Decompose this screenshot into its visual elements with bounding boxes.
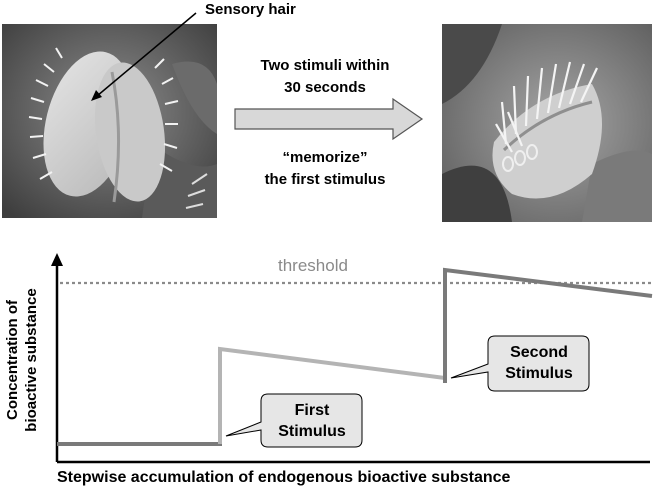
second-stimulus-label: Second Stimulus (489, 342, 589, 384)
first-stimulus-callout (225, 393, 363, 448)
threshold-label: threshold (278, 256, 348, 275)
first-stimulus-line2: Stimulus (278, 423, 346, 440)
first-stimulus-label: First Stimulus (262, 400, 362, 442)
memorize-line2: the first stimulus (264, 171, 386, 188)
memorize-line1: “memorize” (282, 149, 368, 166)
memorize-text: “memorize” the first stimulus (232, 147, 418, 191)
second-stimulus-line2: Stimulus (505, 365, 573, 382)
y-axis-label: Concentration of bioactive substance (3, 245, 41, 475)
open-flytrap-photo (2, 24, 217, 218)
x-axis-label: Stepwise accumulation of endogenous bioa… (57, 469, 511, 486)
second-stimulus-segment (443, 267, 653, 383)
two-stimuli-text: Two stimuli within 30 seconds (232, 55, 418, 99)
y-axis-label-line1: Concentration of (4, 300, 21, 420)
two-stimuli-line2: 30 seconds (284, 79, 366, 96)
two-stimuli-line1: Two stimuli within (260, 57, 390, 74)
callout-arrow (96, 12, 197, 97)
closed-flytrap-photo (442, 24, 652, 222)
baseline-segment (57, 440, 222, 446)
callout-arrowhead (91, 90, 102, 101)
first-stimulus-line1: First (294, 402, 330, 419)
sensory-hair-label: Sensory hair (205, 1, 296, 18)
second-stimulus-callout (450, 335, 590, 392)
y-axis-arrowhead (51, 253, 63, 266)
second-stimulus-line1: Second (510, 344, 568, 361)
transition-arrow (234, 97, 424, 141)
y-axis-label-line2: bioactive substance (23, 288, 40, 432)
